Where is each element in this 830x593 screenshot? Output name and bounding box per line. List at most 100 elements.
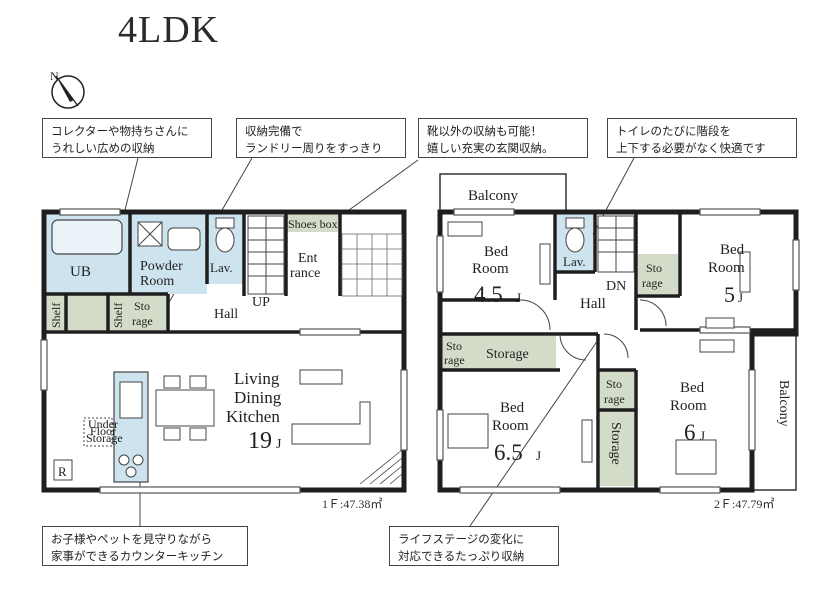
storage-f1-label-2: rage (132, 314, 153, 328)
bed3-unit: J (536, 448, 541, 463)
underfloor-label-2: Floor (90, 424, 116, 438)
storage-left-fill (440, 334, 480, 370)
balcony-top (439, 173, 567, 213)
callout-entrance: 靴以外の収納も可能！ 嬉しい充実の玄関収納。 (418, 118, 588, 158)
callout-line: ランドリー周りをすっきり (245, 141, 383, 155)
callout-kitchen: お子様やペットを見守りながら 家事ができるカウンターキッチン (42, 526, 248, 566)
bed3-label-2: Room (492, 418, 529, 434)
hall-f2-label: Hall (580, 296, 606, 312)
callout-laundry: 収納完備で ランドリー周りをすっきり (236, 118, 406, 158)
callout-line: 対応できるたっぷり収納 (398, 549, 525, 563)
ldk-label-3: Kitchen (226, 407, 280, 426)
storage-f1-fill (128, 294, 168, 330)
ub-label: UB (70, 264, 91, 280)
dining-table-icon (155, 389, 215, 427)
bed-icon (675, 439, 717, 475)
stove-icon (118, 454, 144, 478)
shelf-left-label: Shelf (49, 303, 63, 328)
lav-label-f1: Lav. (210, 260, 233, 275)
stairs-f2-icon (597, 215, 635, 273)
floor1: UB Powder Room Lav. Shoes box Ent rance … (40, 208, 408, 511)
storage-right-fill (638, 254, 678, 294)
storage-vertical-fill (600, 410, 634, 486)
ldk-steps (359, 449, 403, 485)
hall-f1-label: Hall (214, 307, 238, 322)
closet-door-icon (581, 419, 593, 463)
storage-left-label-1: Sto (446, 339, 462, 353)
ldk-label-2: Dining (234, 388, 282, 407)
r-mark: R (58, 464, 67, 479)
dn-label: DN (606, 279, 626, 294)
shelf-mid-fill (66, 294, 108, 330)
shoes-box-label: Shoes box (288, 217, 338, 231)
up-label: UP (252, 295, 270, 310)
underfloor-storage-box (83, 417, 113, 447)
storage-right-label-1: Sto (646, 261, 662, 275)
balcony-top-label: Balcony (468, 188, 518, 204)
desk-icon (705, 317, 735, 329)
callout-lifestage: ライフステージの変化に 対応できるたっぷり収納 (389, 526, 559, 566)
sink-icon (167, 227, 201, 251)
storage-left-label-2: rage (444, 353, 465, 367)
callout-stairs: トイレのたびに階段を 上下する必要がなく快適です (607, 118, 797, 158)
callout-line: トイレのたびに階段を (616, 124, 731, 138)
bed1-size: 4.5 (474, 282, 503, 307)
plan-title: 4LDK (118, 9, 220, 51)
entrance-label-1: Ent (298, 251, 318, 266)
shelf-right-label: Shelf (111, 303, 125, 328)
callout-line: うれしい広めの収納 (51, 141, 155, 155)
bed3-size: 6.5 (494, 440, 523, 465)
closet-door-icon (739, 251, 751, 293)
floor2: Balcony Balcony Bed Room 4.5 J Lav. DN H… (436, 173, 800, 511)
sofa-icon (291, 401, 371, 445)
lav-label-f2: Lav. (563, 254, 586, 269)
storage-wide-label: Storage (486, 347, 529, 362)
door-swings (519, 299, 667, 361)
entrance-label-2: rance (290, 266, 320, 281)
storage-vertical-label: Storage (608, 422, 623, 465)
bed-pillow-icon (447, 221, 483, 237)
shelf-left-fill (46, 294, 66, 330)
bed1-unit: J (516, 290, 521, 305)
bed1-label-1: Bed (484, 244, 509, 260)
bathtub-icon (51, 219, 123, 255)
storage-wide-fill (480, 336, 556, 370)
ldk-label-1: Living (234, 369, 280, 388)
storage-mid-fill (600, 370, 634, 410)
kitchen-sink-icon (119, 381, 143, 419)
bed2-label-1: Bed (720, 242, 745, 258)
callout-line: お子様やペットを見守りながら (51, 532, 212, 546)
floor1-area: 1Ｆ:47.38㎡ (322, 497, 382, 511)
callout-line: 嬉しい充実の玄関収納。 (427, 141, 554, 155)
powder-label-1: Powder (140, 259, 183, 274)
floor2-area: 2Ｆ:47.79㎡ (714, 497, 774, 511)
bed4-size: 6 (684, 420, 696, 445)
balcony-right-label: Balcony (776, 380, 791, 427)
callout-line: 上下する必要がなく快適です (616, 141, 766, 155)
underfloor-label-1: Under (88, 417, 118, 431)
closet-door-icon (539, 243, 551, 285)
callout-collector: コレクターや物持ちさんに うれしい広めの収納 (42, 118, 212, 158)
floor2-outer-wall (437, 209, 799, 493)
bed4-label-2: Room (670, 398, 707, 414)
storage-mid-label-2: rage (604, 392, 625, 406)
bed3-label-1: Bed (500, 400, 525, 416)
callout-line: 家事ができるカウンターキッチン (51, 549, 224, 563)
bed4-unit: J (700, 428, 705, 443)
callout-line: ライフステージの変化に (398, 532, 525, 546)
bed2-size: 5 (724, 282, 735, 307)
toilet-icon (565, 217, 585, 229)
shoes-box-fill (286, 214, 340, 232)
toilet-icon (215, 217, 235, 229)
callout-line: 収納完備で (245, 124, 303, 138)
storage-mid-label-1: Sto (606, 377, 622, 391)
r-mark-box (53, 459, 73, 481)
entrance-tiles (341, 233, 403, 297)
storage-f1-label-1: Sto (134, 299, 150, 313)
bed-icon (447, 413, 489, 449)
bed4-label-1: Bed (680, 380, 705, 396)
underfloor-label-3: Storage (86, 431, 123, 445)
ldk-size: 19 (248, 428, 272, 454)
ldk-unit: J (276, 437, 282, 452)
